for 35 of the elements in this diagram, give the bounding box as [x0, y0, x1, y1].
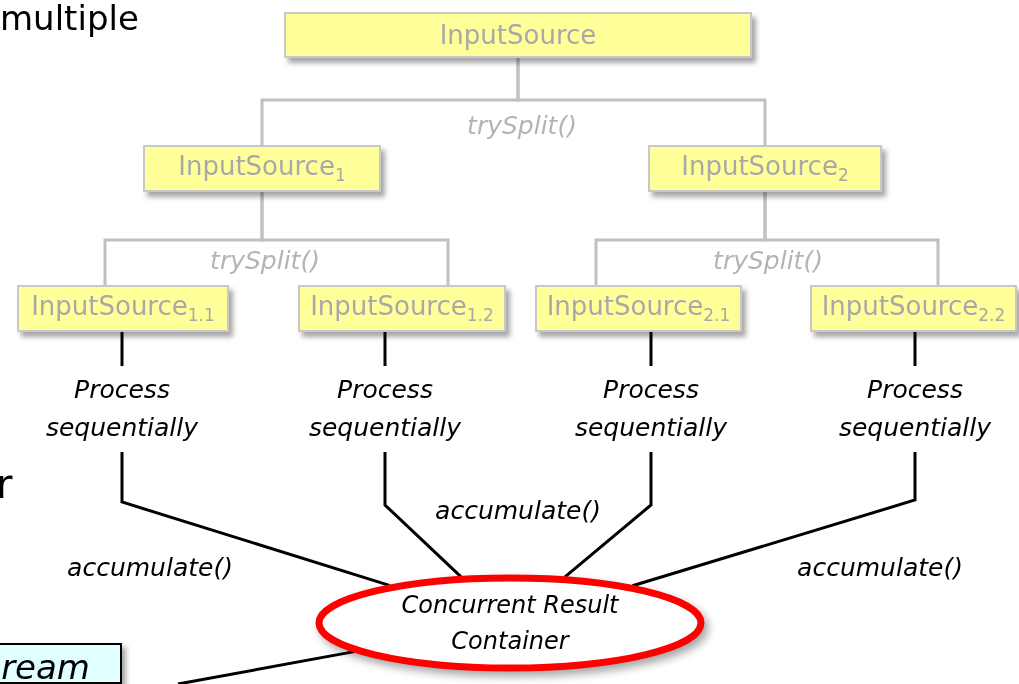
input-source-box: [17, 285, 229, 332]
container-label: Concurrent Result Container: [400, 590, 620, 657]
split-line: [260, 192, 450, 285]
split-line: [516, 58, 767, 145]
input-source-box: [535, 285, 742, 332]
process-step-text: Process sequentially: [573, 374, 729, 444]
input-source-box: [648, 145, 882, 192]
split-line: [120, 332, 124, 366]
process-step-text: Process sequentially: [44, 374, 200, 444]
source-label: InputSource$_{1.1}$: [31, 291, 215, 326]
source-label: InputSource$_{1.2}$: [310, 291, 494, 326]
note-text: ream: [1, 646, 91, 684]
input-source-box: [810, 285, 1017, 332]
split-line: [177, 650, 355, 684]
connector-line: [120, 452, 390, 587]
cut-off-text: r: [0, 462, 13, 506]
process-step-text: Process sequentially: [837, 374, 993, 444]
cut-off-text: multiple: [0, 0, 139, 38]
process-step-text: Process sequentially: [307, 374, 463, 444]
split-line: [649, 332, 653, 366]
split-line: [913, 332, 917, 366]
note-box: [0, 643, 122, 684]
source-label: InputSource$_{2}$: [681, 151, 849, 186]
connector-line: [564, 452, 653, 579]
connector-line: [632, 452, 917, 588]
split-line: [763, 192, 940, 285]
source-label: InputSource$_{2.2}$: [821, 291, 1006, 326]
input-source-box: [284, 12, 752, 58]
input-source-box: [143, 145, 381, 192]
source-label: InputSource: [439, 20, 597, 50]
source-label: InputSource$_{2.1}$: [546, 291, 731, 326]
input-source-box: [298, 285, 506, 332]
connector-line: [383, 452, 462, 578]
source-label: InputSource$_{1}$: [178, 151, 346, 186]
split-line: [383, 332, 387, 366]
